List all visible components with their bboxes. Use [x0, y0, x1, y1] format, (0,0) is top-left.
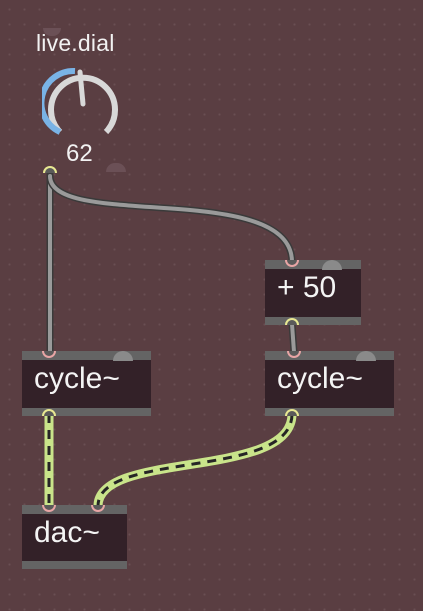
- dial-outlet-2[interactable]: [106, 163, 126, 172]
- cord-cycle-right-to-dac[interactable]: [93, 413, 297, 507]
- dial-inlet[interactable]: [43, 28, 61, 36]
- dac-left-inlet[interactable]: [42, 505, 56, 512]
- plus-right-inlet[interactable]: [322, 260, 342, 270]
- dac-object-label: dac~: [34, 516, 100, 549]
- cycle-left-object[interactable]: cycle~: [22, 351, 151, 416]
- dac-object[interactable]: dac~: [22, 505, 127, 569]
- cycle-left-freq-inlet[interactable]: [42, 351, 56, 358]
- dial-knob[interactable]: [42, 62, 124, 144]
- dial-value: 62: [66, 140, 93, 167]
- plus-object-label: + 50: [277, 271, 337, 304]
- cycle-right-outlet[interactable]: [285, 409, 299, 416]
- cycle-left-phase-inlet[interactable]: [113, 351, 133, 361]
- cycle-right-label: cycle~: [277, 362, 363, 395]
- dial-outlet[interactable]: [43, 166, 57, 173]
- cord-dial-to-plus[interactable]: [46, 172, 296, 266]
- plus-left-inlet[interactable]: [285, 260, 299, 267]
- plus-object[interactable]: + 50: [265, 260, 361, 325]
- plus-outlet[interactable]: [285, 318, 299, 325]
- cycle-right-freq-inlet[interactable]: [287, 351, 301, 358]
- cycle-right-phase-inlet[interactable]: [356, 351, 376, 361]
- cycle-right-object[interactable]: cycle~: [265, 351, 394, 416]
- dac-right-inlet[interactable]: [91, 505, 105, 512]
- cycle-left-outlet[interactable]: [42, 409, 56, 416]
- cord-plus-to-cycle-right[interactable]: [288, 320, 298, 356]
- cycle-left-label: cycle~: [34, 362, 120, 395]
